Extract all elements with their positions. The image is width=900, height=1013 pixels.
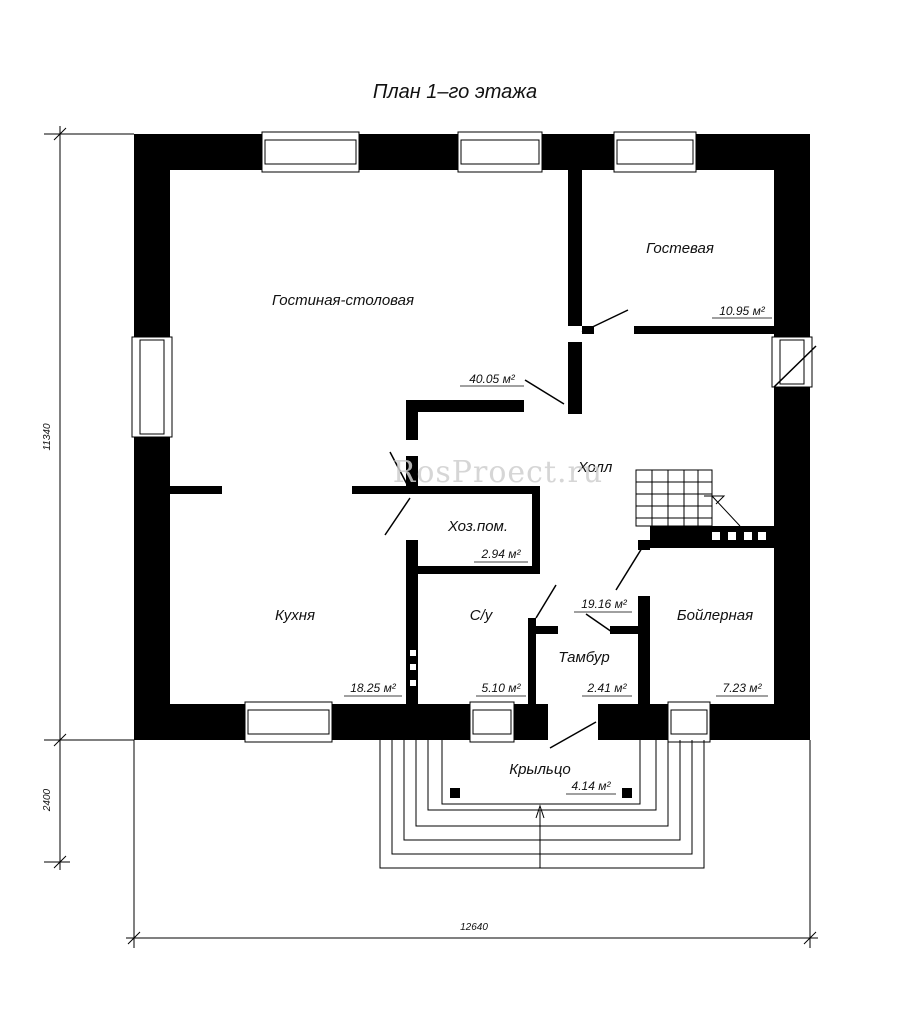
room-name-porch: Крыльцо	[509, 761, 571, 778]
entrance-opening	[548, 704, 598, 740]
room-area-porch: 4.14 м²	[572, 779, 612, 793]
watermark-text: RosProect.ru	[393, 455, 603, 490]
room-name-guest: Гостевая	[646, 240, 714, 257]
room-name-vestibule: Тамбур	[558, 649, 609, 666]
outer-walls	[134, 134, 810, 740]
porch-column	[622, 788, 632, 798]
room-area-kitchen: 18.25 м²	[350, 681, 397, 695]
room-name-living-dining: Гостиная-столовая	[272, 292, 414, 309]
porch-column	[450, 788, 460, 798]
porch-steps	[379, 740, 705, 869]
room-name-hall: Холл	[577, 459, 613, 476]
room-area-boiler: 7.23 м²	[723, 681, 763, 695]
room-name-storage: Хоз.пом.	[447, 518, 508, 535]
dim-width: 12640	[460, 922, 488, 933]
staircase	[635, 469, 741, 527]
room-area-wc: 5.10 м²	[482, 681, 522, 695]
room-labels: Гостиная-столовая 40.05 м² Гостевая 10.9…	[272, 240, 766, 793]
room-area-storage: 2.94 м²	[481, 547, 522, 561]
windows	[131, 131, 813, 743]
area-underlines	[344, 317, 772, 795]
plan-title: План 1–го этажа	[373, 81, 537, 103]
inner-walls	[170, 170, 774, 740]
room-name-wc: С/у	[470, 607, 494, 624]
room-area-guest: 10.95 м²	[719, 304, 766, 318]
room-name-boiler: Бойлерная	[677, 607, 753, 624]
dim-house-height: 11340	[42, 423, 53, 451]
room-area-hall: 19.16 м²	[581, 597, 628, 611]
room-area-vestibule: 2.41 м²	[587, 681, 628, 695]
room-name-kitchen: Кухня	[275, 607, 315, 624]
dim-porch-depth: 2400	[42, 788, 53, 812]
dimension-lines	[44, 126, 818, 948]
door-swings	[384, 309, 817, 749]
room-area-living-dining: 40.05 м²	[469, 372, 516, 386]
vent-holes	[410, 532, 766, 686]
